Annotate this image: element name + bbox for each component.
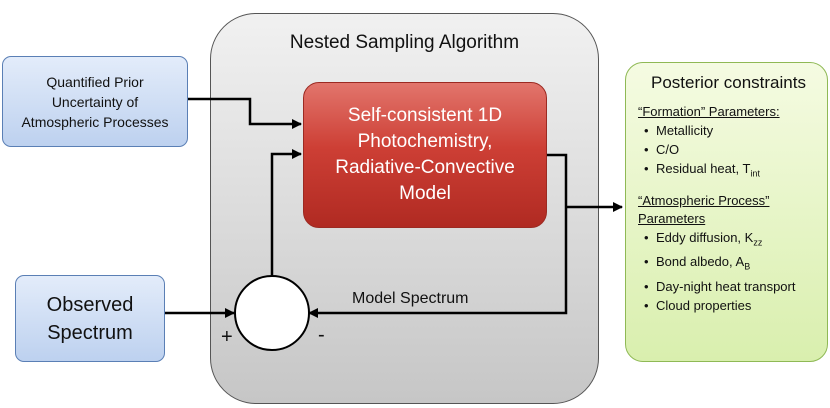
list-item: •C/O [644,142,680,157]
model-spectrum-label: Model Spectrum [352,290,469,307]
bond-albedo-label: Bond albedo, A [656,254,745,270]
heat-transport-label: Day-night heat transport [656,278,796,294]
prior-line-3: Atmospheric Processes [21,113,169,130]
model-line-3: Radiative-Convective [335,157,515,178]
eddy-diffusion-label: Eddy diffusion, K [656,229,754,245]
list-item: •Day-night heat transport [644,278,796,294]
photochemistry-model-box: Self-consistent 1D Photochemistry, Radia… [303,82,547,228]
residual-heat-subscript: int [750,168,760,179]
bond-albedo-subscript: B [744,261,751,272]
model-line-2: Photochemistry, [357,131,493,152]
prior-line-1: Quantified Prior [46,73,144,90]
model-line-4: Model [399,183,451,204]
residual-heat-label: Residual heat, T [656,161,751,176]
plus-sign: + [221,326,233,348]
list-item: •Residual heat, Tint [644,161,760,179]
metallicity-label: Metallicity [656,123,714,138]
prior-uncertainty-box: Quantified Prior Uncertainty of Atmosphe… [2,56,188,147]
observed-line-2: Spectrum [47,321,133,344]
minus-sign: - [318,324,325,346]
model-spectrum-feedback-arrow [308,153,568,318]
list-item: •Bond albedo, AB [644,254,751,272]
observed-spectrum-box: Observed Spectrum [15,275,165,362]
list-item: •Eddy diffusion, Kzz [644,229,763,248]
list-item: •Metallicity [644,123,714,138]
summing-junction-circle [234,275,310,351]
formation-parameters-heading: “Formation” Parameters: [638,104,780,119]
co-ratio-label: C/O [656,142,680,157]
posterior-constraints-box: Posterior constraints “Formation” Parame… [625,62,828,362]
prior-line-2: Uncertainty of [51,93,139,110]
cloud-properties-label: Cloud properties [656,297,752,313]
list-item: •Cloud properties [644,297,752,313]
junction-to-model-arrow [270,149,302,275]
observed-line-1: Observed [46,293,134,316]
prior-to-model-arrow [188,97,302,129]
posterior-title: Posterior constraints [651,73,806,92]
atmospheric-process-heading: “Atmospheric Process” [638,192,770,208]
nested-sampling-title: Nested Sampling Algorithm [289,32,520,53]
model-line-1: Self-consistent 1D [347,105,503,126]
eddy-diffusion-subscript: zz [753,237,763,248]
atmospheric-parameters-heading: Parameters [638,210,706,226]
